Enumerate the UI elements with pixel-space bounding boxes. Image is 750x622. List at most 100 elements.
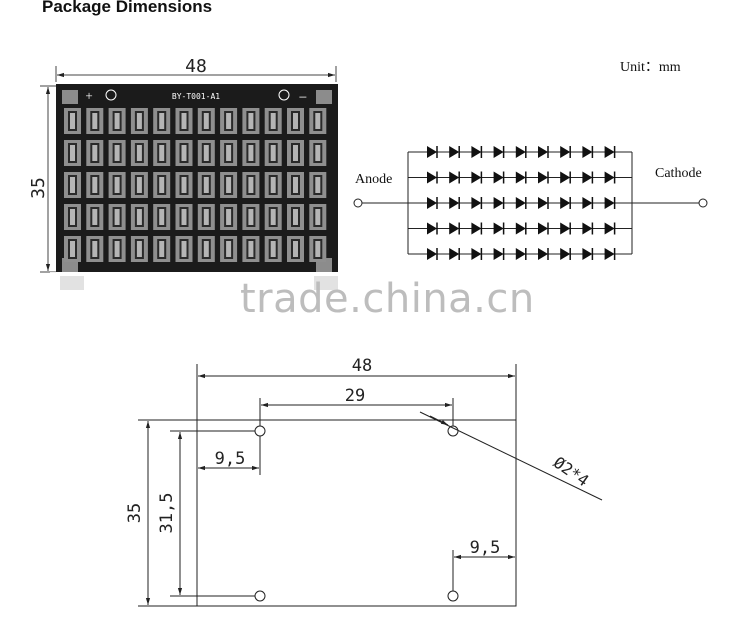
hole-bottom-left	[254, 590, 266, 602]
pcb-led	[309, 204, 327, 230]
pcb-led	[264, 140, 282, 166]
pcb-height-label: 35	[28, 177, 49, 199]
pcb-led	[130, 204, 148, 230]
diode-symbol	[449, 146, 460, 158]
pcb-led	[153, 204, 171, 230]
diode-symbol	[493, 222, 505, 235]
diode-symbol	[515, 248, 527, 260]
diode-symbol	[449, 248, 460, 260]
diode-symbol	[493, 197, 505, 209]
pcb-led	[197, 172, 215, 198]
anode-label: Anode	[355, 172, 392, 187]
pcb-led	[175, 236, 193, 262]
vertical-spacing-label: 31,5	[157, 493, 177, 534]
pcb-led	[153, 236, 171, 262]
pcb-led	[108, 140, 126, 166]
pcb-led	[86, 236, 104, 262]
diode-symbol	[582, 171, 594, 184]
cathode-label: Cathode	[655, 166, 702, 181]
diode-symbol	[604, 222, 616, 235]
plus-sign: +	[85, 88, 92, 103]
diode-symbol	[427, 222, 438, 235]
pcb-led	[264, 236, 282, 262]
pcb-led	[242, 140, 260, 166]
led-schematic: Anode Cathode	[353, 146, 708, 260]
pcb-led	[220, 140, 238, 166]
pcb-led	[197, 204, 215, 230]
right-offset-label: 9,5	[470, 538, 501, 558]
pcb-led	[264, 108, 282, 134]
diode-symbol	[449, 197, 460, 209]
diode-symbol	[582, 146, 594, 158]
diode-symbol	[604, 171, 616, 184]
pcb-width-label: 48	[185, 56, 207, 77]
diode-symbol	[538, 171, 549, 184]
board-outline	[196, 419, 517, 607]
hole-callout-leader	[419, 411, 603, 501]
diode-symbol	[560, 171, 571, 184]
diode-symbol	[515, 171, 527, 184]
hole-bottom-right	[447, 590, 459, 602]
page-title: Package Dimensions	[42, 0, 213, 16]
pcb-led	[175, 108, 193, 134]
mount-hole-right	[278, 89, 290, 101]
diode-symbol	[538, 248, 549, 260]
pcb-led	[108, 204, 126, 230]
hole-spacing-label: 29	[345, 386, 365, 406]
pcb-led	[287, 172, 304, 198]
pcb-led	[108, 172, 126, 198]
pcb-led	[220, 172, 238, 198]
pcb-led	[309, 236, 327, 262]
pcb-led	[220, 108, 238, 134]
diode-symbol	[582, 248, 594, 260]
anode-terminal	[353, 198, 363, 208]
pcb-led	[197, 140, 215, 166]
diode-symbol	[427, 197, 438, 209]
diode-symbol	[560, 248, 571, 260]
pcb-led	[175, 204, 193, 230]
cathode-terminal	[698, 198, 708, 208]
width-label: 48	[352, 356, 372, 376]
pcb-led	[287, 204, 304, 230]
pcb-led	[86, 172, 104, 198]
pcb-marking: BY-T001-A1	[172, 92, 220, 101]
diode-symbol	[471, 222, 483, 235]
diode-symbol	[427, 171, 438, 184]
pcb-led	[130, 172, 148, 198]
pcb-led	[86, 108, 104, 134]
pcb-led	[175, 140, 193, 166]
diode-symbol	[515, 146, 527, 158]
pcb-top-view: 48 35 + − BY-T001-A1	[28, 56, 340, 296]
diode-symbol	[560, 146, 571, 158]
diode-symbol	[471, 171, 483, 184]
pcb-led	[153, 108, 171, 134]
height-label: 35	[125, 503, 145, 523]
pcb-led	[309, 172, 327, 198]
pcb-led	[287, 140, 304, 166]
unit-label: Unit：mm	[620, 60, 681, 75]
mechanical-drawing: 48 29 9,5 9,5 35 31,5 Ø2*4	[125, 356, 603, 607]
diode-symbol	[449, 222, 460, 235]
pcb-led	[242, 204, 260, 230]
pcb-led	[287, 108, 304, 134]
cathode-pad	[316, 90, 332, 104]
pcb-led	[86, 204, 104, 230]
pcb-led	[64, 172, 81, 198]
diode-symbol	[560, 197, 571, 209]
diode-symbol	[538, 197, 549, 209]
led-strings	[408, 146, 632, 260]
led-grid	[64, 108, 327, 262]
watermark: trade.china.cn	[240, 276, 535, 322]
diode-symbol	[471, 248, 483, 260]
pcb-led	[108, 108, 126, 134]
diode-symbol	[582, 197, 594, 209]
pcb-led	[130, 236, 148, 262]
diode-symbol	[560, 222, 571, 235]
mount-hole-left	[105, 89, 117, 101]
pcb-led	[242, 172, 260, 198]
pcb-led	[86, 140, 104, 166]
diode-symbol	[427, 146, 438, 158]
diode-symbol	[471, 197, 483, 209]
diode-symbol	[538, 146, 549, 158]
